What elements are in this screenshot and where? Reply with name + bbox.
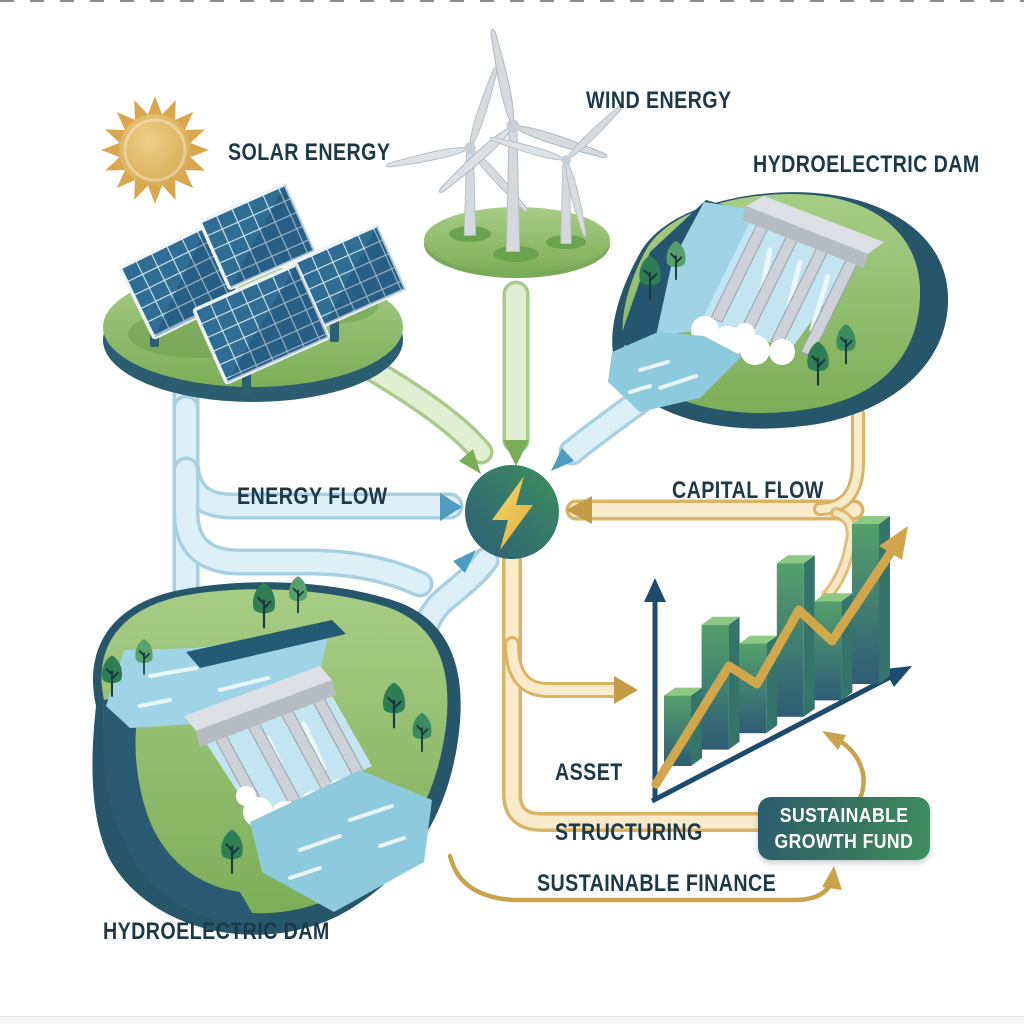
capital-pipes-gold — [502, 407, 865, 832]
sustainable-finance-label: SUSTAINABLE FINANCE — [537, 870, 777, 897]
finance-arrow-to-fund — [822, 866, 842, 890]
energy-flow-label: ENERGY FLOW — [237, 483, 388, 510]
lightning-bolt-icon — [492, 476, 533, 550]
energy-arrow-southwest — [453, 550, 476, 573]
trend-line — [651, 544, 898, 789]
energy-arrow-north — [503, 440, 529, 466]
hydro-dam-bottom-illustration — [92, 575, 461, 935]
chart-x-axis-arrow — [884, 666, 912, 687]
sustainable-growth-fund-box: SUSTAINABLE GROWTH FUND — [758, 797, 930, 860]
capital-arrow-into-hub — [566, 496, 592, 524]
hydro-dam-top-label: HYDROELECTRIC DAM — [753, 151, 980, 178]
capital-flow-label: CAPITAL FLOW — [672, 477, 824, 504]
hydro-dam-top-illustration — [608, 192, 949, 429]
wind-turbines-icon — [383, 10, 673, 252]
hydro-dam-bottom-label: HYDROELECTRIC DAM — [103, 918, 330, 945]
energy-arrow-west — [440, 493, 462, 521]
dam-pillars — [710, 223, 859, 357]
fund-label-line2: GROWTH FUND — [774, 830, 914, 853]
sun-icon — [101, 96, 209, 204]
energy-hub-node — [465, 465, 559, 559]
bottom-edge-artifact — [0, 1016, 1024, 1024]
solar-energy-label: SOLAR ENERGY — [228, 139, 391, 166]
energy-arrow-northwest — [459, 449, 481, 474]
energy-pipes-green — [329, 280, 530, 474]
growth-chart-icon — [644, 516, 912, 804]
wind-island — [383, 10, 673, 278]
chart-y-axis-arrow — [644, 578, 666, 602]
top-edge-artifact — [0, 0, 1024, 2]
solar-island — [103, 183, 407, 402]
wind-energy-label: WIND ENERGY — [586, 87, 732, 114]
asset-structuring-line1: ASSET — [555, 759, 623, 786]
energy-arrow-northeast — [551, 448, 574, 471]
asset-structuring-arrow — [614, 676, 638, 704]
fund-label-line1: SUSTAINABLE — [779, 804, 909, 827]
asset-structuring-label: ASSET STRUCTURING — [555, 758, 703, 848]
fund-to-chart-arrow — [822, 731, 866, 809]
solar-panels-icon — [118, 183, 407, 385]
sustainable-finance-line — [447, 853, 842, 903]
asset-structuring-line2: STRUCTURING — [555, 819, 703, 846]
trend-arrow — [879, 526, 908, 560]
